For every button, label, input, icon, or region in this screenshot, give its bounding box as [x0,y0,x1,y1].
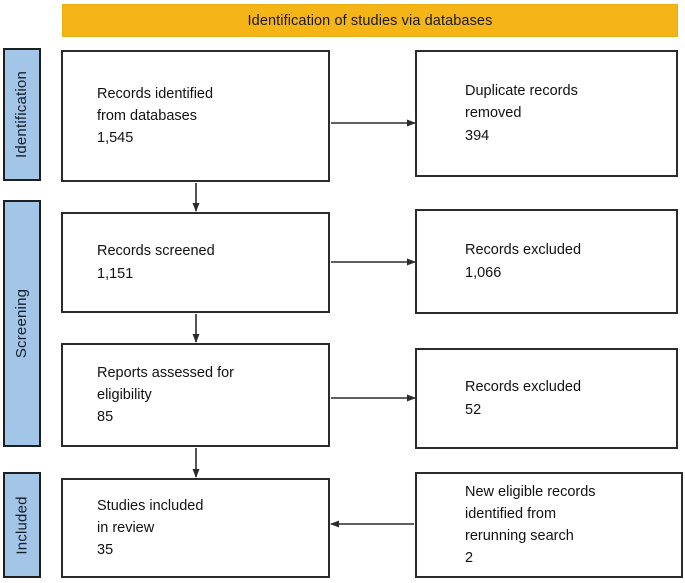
stage-identification-text: Identification [13,70,31,159]
box-records-excluded-eligibility-text: Records excluded 52 [465,379,582,418]
stage-label-identification: Identification [3,48,41,181]
box-records-identified: Records identified from databases 1,545 [61,50,330,182]
box-records-excluded-screening: Records excluded 1,066 [415,209,678,314]
stage-label-screening: Screening [3,200,41,447]
stage-screening-text: Screening [13,288,31,359]
box-reports-assessed-text: Reports assessed for eligibility 85 [97,364,235,426]
identification-banner: Identification of studies via databases [62,4,678,37]
box-studies-included-text: Studies included in review 35 [97,497,204,559]
banner-title: Identification of studies via databases [247,12,493,29]
box-reports-assessed-for-eligibility: Reports assessed for eligibility 85 [61,343,330,447]
box-records-excluded-screening-text: Records excluded 1,066 [465,242,582,281]
box-records-excluded-eligibility: Records excluded 52 [415,348,678,449]
box-new-eligible-records-text: New eligible records identified from rer… [465,483,596,567]
box-new-eligible-records: New eligible records identified from rer… [415,472,683,578]
box-records-screened-text: Records screened 1,151 [97,243,215,282]
box-records-screened: Records screened 1,151 [61,212,330,313]
box-studies-included: Studies included in review 35 [61,478,330,578]
stage-label-included: Included [3,472,41,578]
box-records-identified-text: Records identified from databases 1,545 [97,85,214,147]
box-duplicate-records-text: Duplicate records removed 394 [465,83,578,144]
box-duplicate-records-removed: Duplicate records removed 394 [415,50,678,177]
stage-included-text: Included [13,495,31,555]
